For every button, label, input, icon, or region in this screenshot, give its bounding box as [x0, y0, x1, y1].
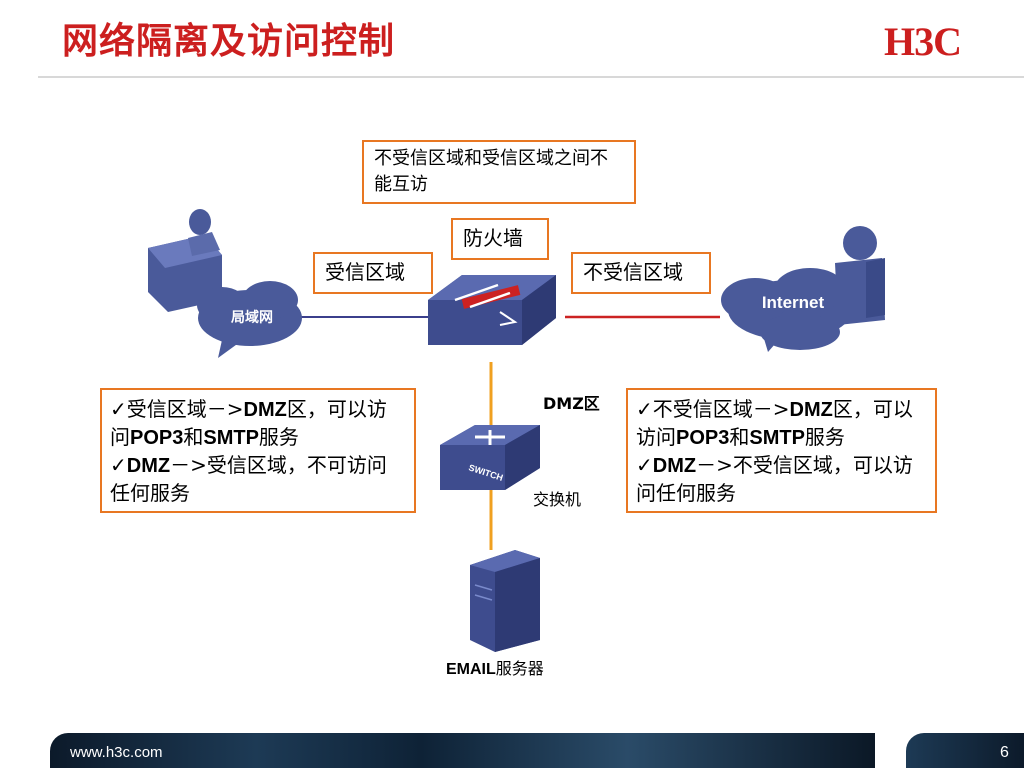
right-note-text: 不受信区域－> — [652, 397, 790, 421]
footer-url[interactable]: www.h3c.com — [70, 744, 163, 761]
top-note-text: 不受信区域和受信区域之间不能互访 — [374, 148, 608, 195]
left-note-text: POP3 — [130, 427, 184, 449]
right-access-note: ✓不受信区域－>DMZ区，可以访问POP3和SMTP服务 ✓DMZ－>不受信区域… — [626, 388, 937, 513]
left-note-text: 和 — [183, 425, 204, 449]
right-note-text: SMTP — [749, 427, 805, 449]
right-note-text: 服务 — [804, 425, 845, 449]
lan-cloud-icon — [197, 281, 302, 358]
left-note-text: 服务 — [258, 425, 299, 449]
left-access-note: ✓受信区域－>DMZ区，可以访问POP3和SMTP服务 ✓DMZ－>受信区域，不… — [100, 388, 416, 513]
right-note-text: DMZ — [789, 399, 833, 421]
lan-user-icon — [148, 209, 222, 312]
left-note-text: SMTP — [203, 427, 259, 449]
dmz-zone-label: DMZ区 — [543, 394, 600, 413]
left-note-text: －>受信区域，不可访问任何服务 — [110, 453, 387, 505]
untrusted-zone-label: 不受信区域 — [583, 260, 683, 284]
email-server-icon — [470, 550, 540, 652]
switch-icon — [440, 425, 540, 490]
firewall-label: 防火墙 — [463, 226, 523, 250]
top-note-box: 不受信区域和受信区域之间不能互访 — [362, 140, 636, 204]
firewall-icon — [428, 275, 556, 345]
right-note-text: DMZ — [652, 455, 697, 477]
page-title: 网络隔离及访问控制 — [62, 21, 396, 62]
untrusted-zone-box: 不受信区域 — [571, 252, 711, 294]
page-number: 6 — [1000, 744, 1009, 761]
internet-user-icon — [835, 226, 885, 325]
trusted-zone-box: 受信区域 — [313, 252, 433, 294]
footer-page-bar — [906, 733, 1024, 768]
left-note-text: 受信区域－> — [126, 397, 244, 421]
email-server-label-a: EMAIL — [446, 661, 496, 678]
internet-cloud-icon — [721, 268, 852, 352]
left-note-text: DMZ — [243, 399, 287, 421]
title-divider — [38, 76, 1024, 78]
email-server-label-b: 服务器 — [495, 659, 544, 678]
right-note-text: 区，可以访问 — [636, 397, 913, 449]
left-note-text: DMZ — [126, 455, 171, 477]
trusted-zone-label: 受信区域 — [325, 260, 405, 284]
internet-cloud-label: Internet — [762, 293, 825, 312]
email-server-label: EMAIL服务器 — [446, 655, 544, 679]
left-note-text: 区，可以访问 — [110, 397, 387, 449]
footer-bar — [50, 733, 875, 768]
right-note-text: 和 — [729, 425, 750, 449]
firewall-label-box: 防火墙 — [451, 218, 549, 260]
right-note-text: POP3 — [676, 427, 730, 449]
right-note-text: －>不受信区域，可以访问任何服务 — [636, 453, 913, 505]
lan-cloud-label: 局域网 — [231, 309, 273, 326]
h3c-logo: H3C — [884, 19, 962, 64]
switch-label: 交换机 — [533, 490, 582, 509]
